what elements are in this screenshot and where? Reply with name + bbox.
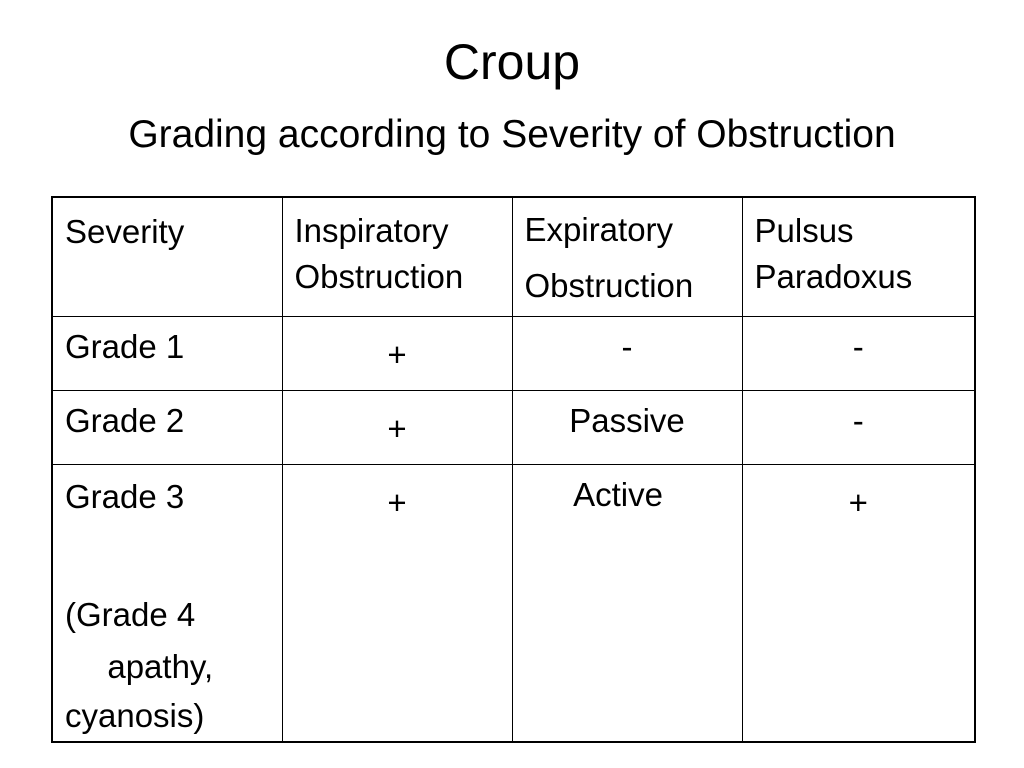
slide-title: Croup	[443, 34, 581, 90]
inspiratory-value: +	[387, 484, 407, 521]
pulsus-value: +	[848, 484, 868, 521]
pulsus-cell: +	[741, 464, 976, 743]
grading-table: Severity Inspiratory Obstruction Expirat…	[51, 196, 976, 743]
expiratory-cell: Passive	[511, 390, 743, 465]
table-header-row: Severity Inspiratory Obstruction Expirat…	[51, 196, 976, 317]
table-row: Grade 1 + - -	[51, 316, 976, 391]
header-text: Obstruction	[294, 258, 464, 295]
severity-note-line: cyanosis)	[65, 697, 205, 734]
severity-cell: Grade 1	[51, 316, 283, 391]
severity-cell: Grade 2	[51, 390, 283, 465]
header-text: Pulsus	[754, 212, 854, 249]
inspiratory-cell: +	[281, 464, 513, 743]
severity-note-line: (Grade 4	[65, 596, 196, 633]
table-row: Grade 2 + Passive -	[51, 390, 976, 465]
header-text: Paradoxus	[754, 258, 913, 295]
severity-note-line: apathy,	[107, 648, 214, 685]
pulsus-value: -	[852, 328, 864, 365]
header-text: Severity	[65, 213, 185, 250]
pulsus-cell: -	[741, 316, 976, 391]
header-text: Obstruction	[524, 267, 694, 304]
table-row: Grade 3 (Grade 4 apathy, cyanosis) + Act…	[51, 464, 976, 743]
slide-subtitle: Grading according to Severity of Obstruc…	[128, 113, 896, 156]
inspiratory-cell: +	[281, 390, 513, 465]
inspiratory-value: +	[387, 410, 407, 447]
header-text: Inspiratory	[294, 212, 449, 249]
severity-text: Grade 2	[65, 402, 185, 439]
header-cell-expiratory: Expiratory Obstruction	[511, 196, 743, 317]
severity-text: Grade 1	[65, 328, 185, 365]
pulsus-cell: -	[741, 390, 976, 465]
header-cell-pulsus: Pulsus Paradoxus	[741, 196, 976, 317]
expiratory-value: -	[621, 328, 633, 365]
expiratory-cell: -	[511, 316, 743, 391]
expiratory-value: Passive	[569, 402, 685, 439]
inspiratory-cell: +	[281, 316, 513, 391]
header-cell-severity: Severity	[51, 196, 283, 317]
inspiratory-value: +	[387, 336, 407, 373]
header-cell-inspiratory: Inspiratory Obstruction	[281, 196, 513, 317]
expiratory-value: Active	[573, 476, 663, 513]
header-text: Expiratory	[524, 211, 674, 248]
severity-cell: Grade 3 (Grade 4 apathy, cyanosis)	[51, 464, 283, 743]
expiratory-cell: Active	[511, 464, 743, 743]
severity-text: Grade 3	[65, 478, 185, 515]
pulsus-value: -	[852, 402, 864, 439]
